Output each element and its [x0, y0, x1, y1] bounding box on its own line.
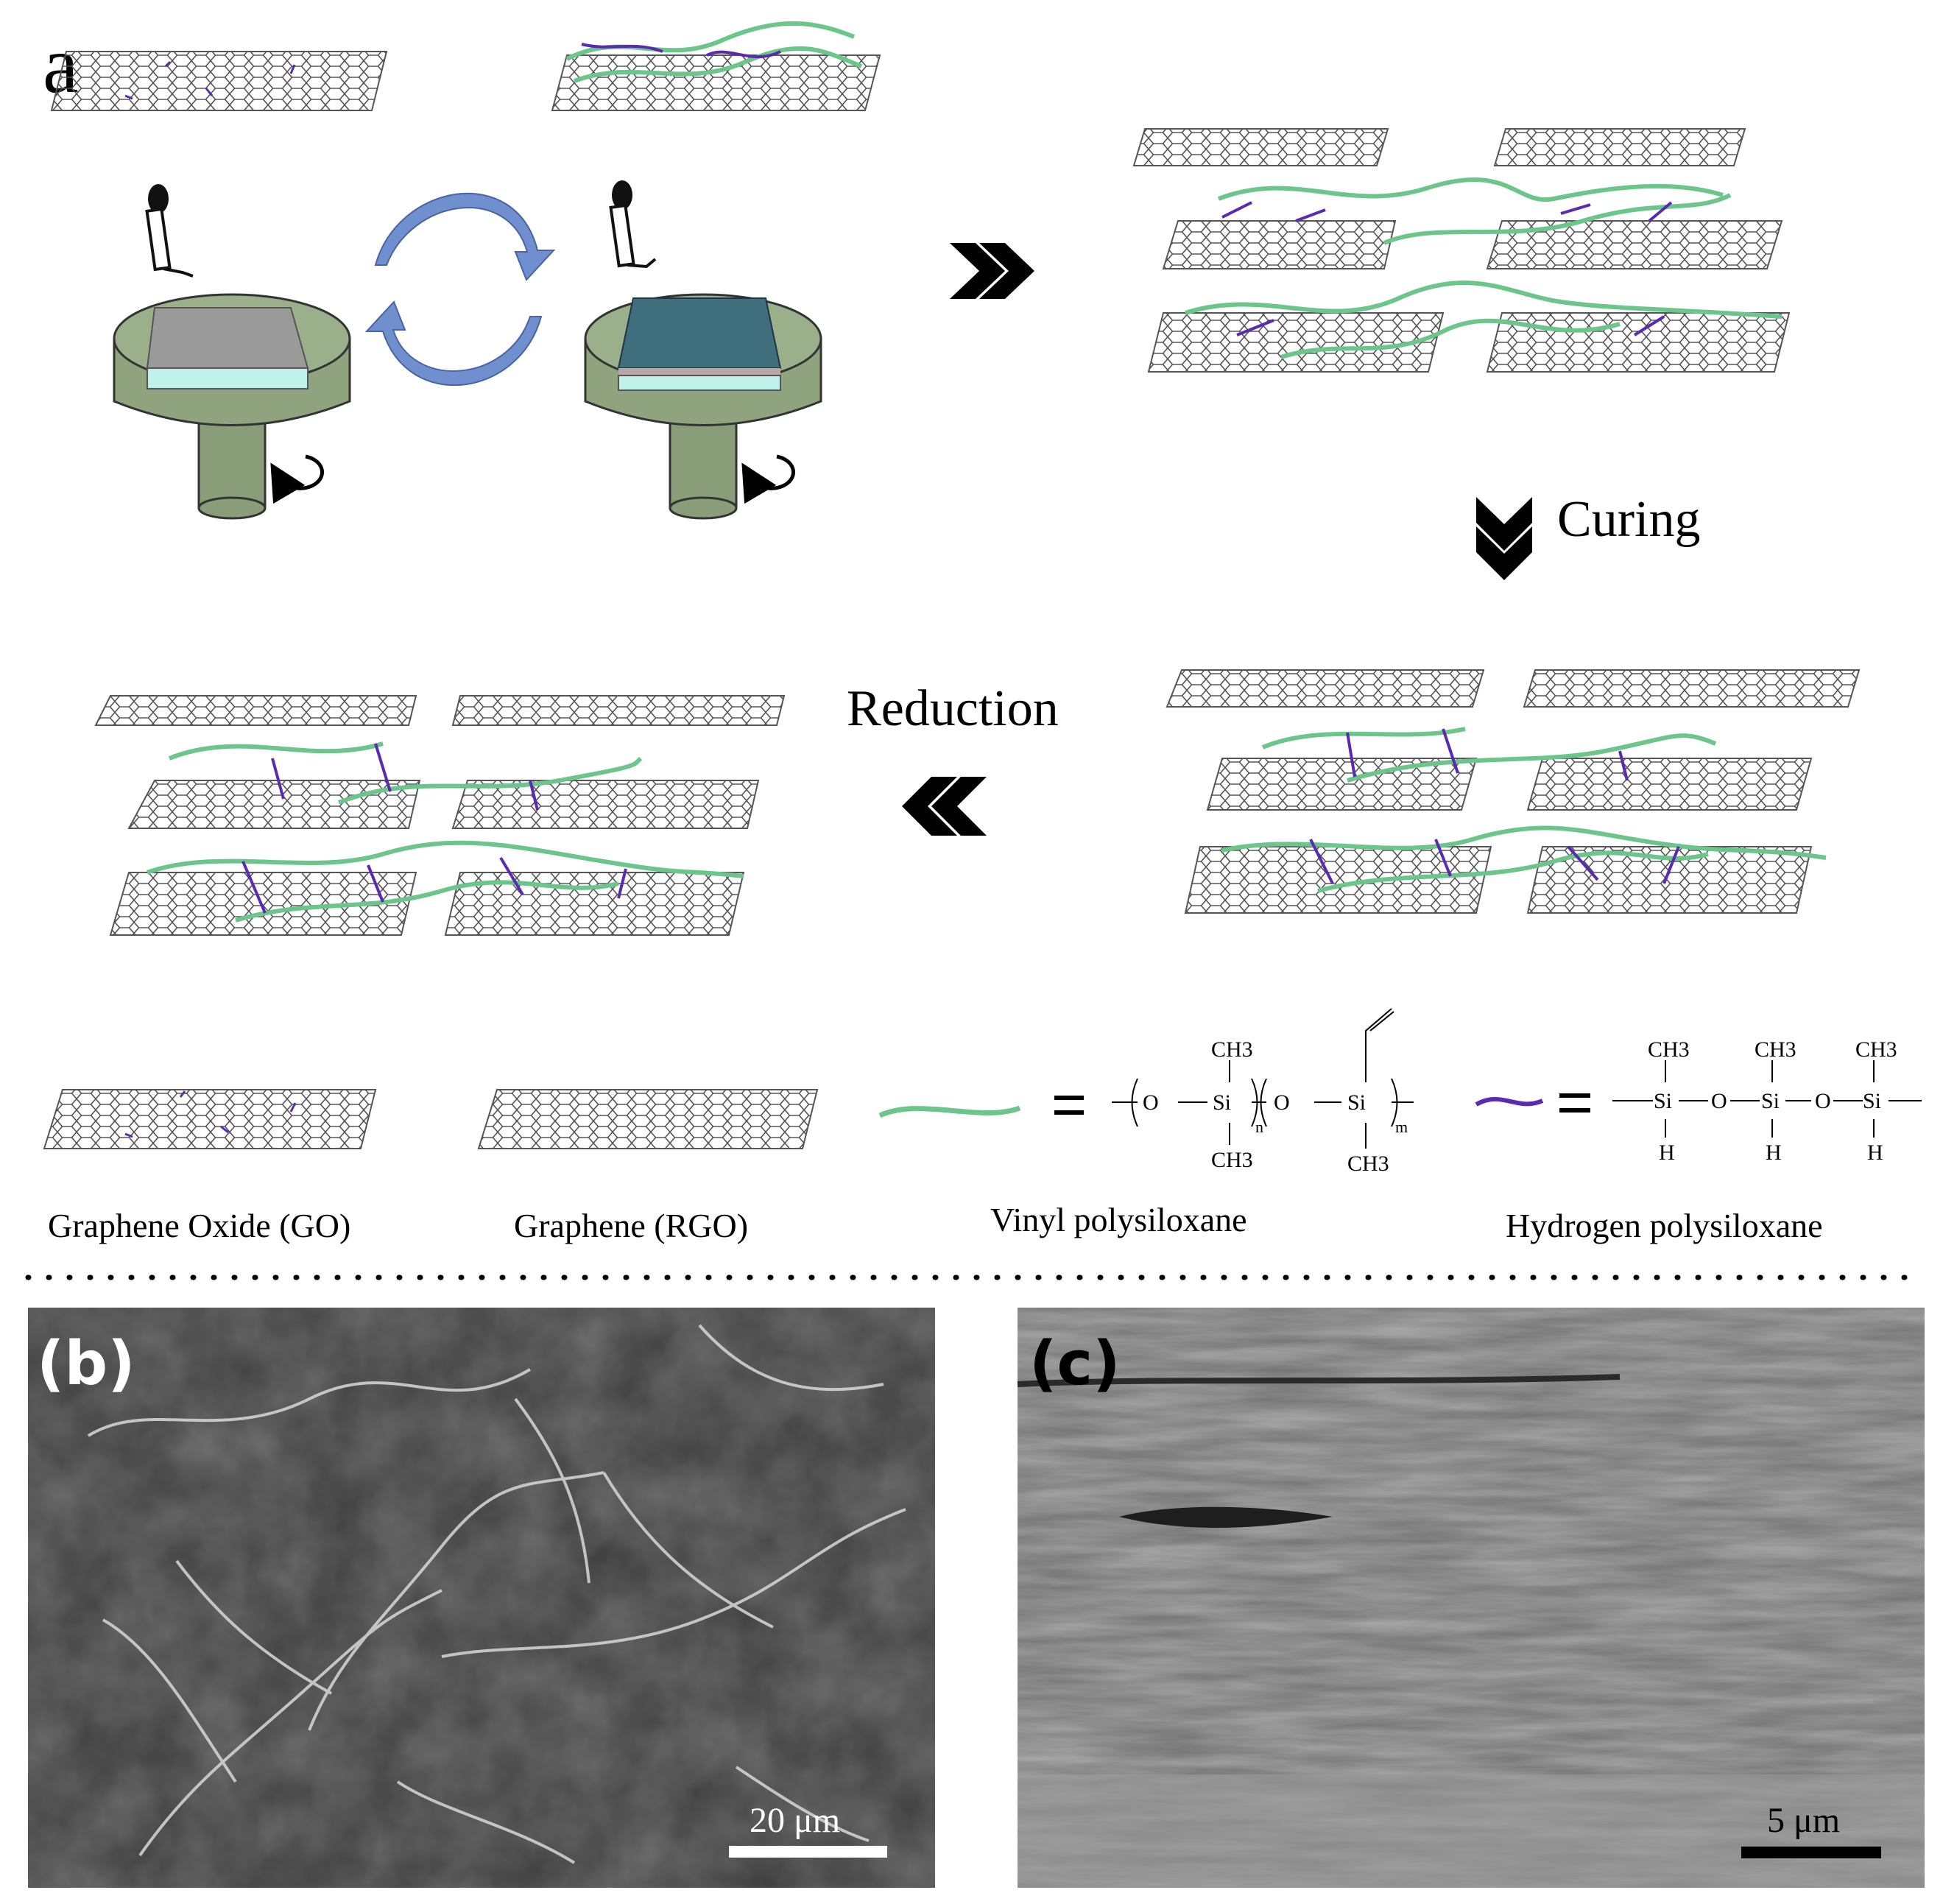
panel-b-scale-bar — [729, 1846, 887, 1858]
legend-vinyl-chain-icon — [878, 1105, 1021, 1118]
hydrogen-formula-h1: H — [1659, 1140, 1675, 1165]
hydrogen-formula-o2: O — [1815, 1089, 1831, 1113]
hydrogen-formula-ch3-1: CH3 — [1648, 1037, 1690, 1062]
panel-c-scale-bar — [1741, 1847, 1881, 1858]
equals-sign-1-icon — [1054, 1096, 1084, 1115]
vinyl-formula-o2: O — [1274, 1090, 1290, 1115]
vinyl-formula-ch3-bottom1: CH3 — [1211, 1148, 1253, 1172]
panel-b-scale-text: 20 μm — [750, 1801, 840, 1840]
vinyl-formula-ch3-bottom2: CH3 — [1347, 1152, 1389, 1176]
pipette-right-icon — [609, 180, 657, 269]
legend-go-sheet — [43, 1089, 377, 1149]
hydrogen-formula-si3: Si — [1863, 1089, 1881, 1113]
cycle-arrows-icon — [364, 192, 556, 387]
panel-c-label: (c) — [1029, 1329, 1121, 1399]
legend-rgo-label: Graphene (RGO) — [514, 1207, 748, 1244]
hydrogen-formula-ch3-2: CH3 — [1755, 1037, 1796, 1062]
vinyl-formula: O Si n O Si m CH3 CH3 CH3 — [1112, 1008, 1414, 1176]
legend-go-label: Graphene Oxide (GO) — [48, 1207, 350, 1244]
chevron-down-icon — [1476, 497, 1532, 580]
hydrogen-formula-si1: Si — [1654, 1089, 1672, 1113]
chevron-left-icon — [902, 777, 987, 836]
legend-hydrogen-chain-icon — [1475, 1096, 1544, 1107]
hydrogen-formula-h3: H — [1867, 1140, 1883, 1165]
stacked-layers-after-reduction — [94, 695, 786, 936]
hydrogen-formula-si2: Si — [1761, 1089, 1780, 1113]
chevron-right-icon — [950, 243, 1034, 299]
vinyl-formula-si1: Si — [1213, 1090, 1231, 1115]
hydrogen-formula: Si O Si O Si CH3 CH3 CH3 H H H — [1612, 1037, 1922, 1165]
panel-b-sem-image: (b) 20 μm — [28, 1308, 935, 1888]
vinyl-formula-n: n — [1255, 1118, 1263, 1136]
go-sheet-top-right-with-polymers — [551, 21, 881, 111]
legend-hydrogen-label: Hydrogen polysiloxane — [1506, 1207, 1823, 1244]
legend-rgo-sheet — [477, 1089, 819, 1149]
go-sheet-top-left — [50, 51, 388, 111]
vinyl-formula-si2: Si — [1347, 1090, 1366, 1115]
spin-coater-left — [113, 293, 351, 520]
panel-c-scale-text: 5 μm — [1767, 1801, 1840, 1840]
hydrogen-formula-o1: O — [1711, 1089, 1727, 1113]
spin-coater-right — [584, 293, 822, 520]
curing-label: Curing — [1557, 491, 1700, 548]
vinyl-formula-m: m — [1395, 1118, 1408, 1136]
pipette-left-icon — [145, 184, 194, 278]
equals-sign-2-icon — [1559, 1093, 1590, 1113]
stacked-layers-after-curing — [1166, 669, 1861, 914]
hydrogen-formula-h2: H — [1766, 1140, 1782, 1165]
panel-c-sem-image: (c) 5 μm — [1017, 1308, 1925, 1888]
hydrogen-formula-ch3-3: CH3 — [1855, 1037, 1897, 1062]
reduction-label: Reduction — [847, 680, 1059, 737]
vinyl-formula-o1: O — [1143, 1090, 1159, 1115]
legend-vinyl-label: Vinyl polysiloxane — [990, 1201, 1247, 1238]
stacked-layers-before-curing — [1132, 128, 1791, 373]
panel-a: a — [43, 20, 1922, 1244]
vinyl-formula-ch3-top: CH3 — [1211, 1037, 1253, 1062]
panel-b-label: (b) — [37, 1329, 135, 1399]
